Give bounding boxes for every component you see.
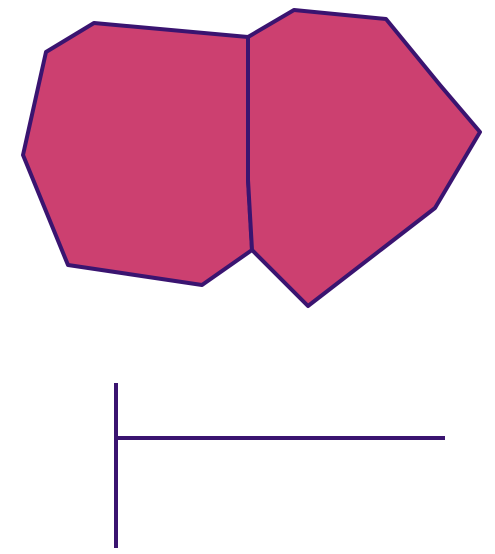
right-polygon [246,8,482,308]
left-polygon [21,21,254,287]
